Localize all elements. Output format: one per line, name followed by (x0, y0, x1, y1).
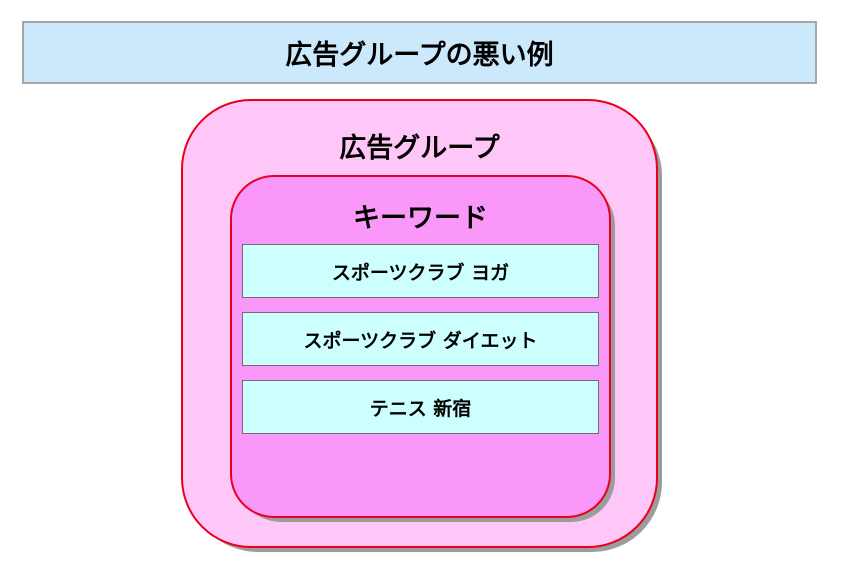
keywords-label: キーワード (353, 203, 488, 234)
page-title: 広告グループの悪い例 (22, 21, 817, 84)
keyword-item: スポーツクラブ ヨガ (242, 244, 599, 298)
keyword-item: スポーツクラブ ダイエット (242, 312, 599, 366)
ad-group-label: 広告グループ (339, 133, 500, 164)
keyword-item: テニス 新宿 (242, 380, 599, 434)
